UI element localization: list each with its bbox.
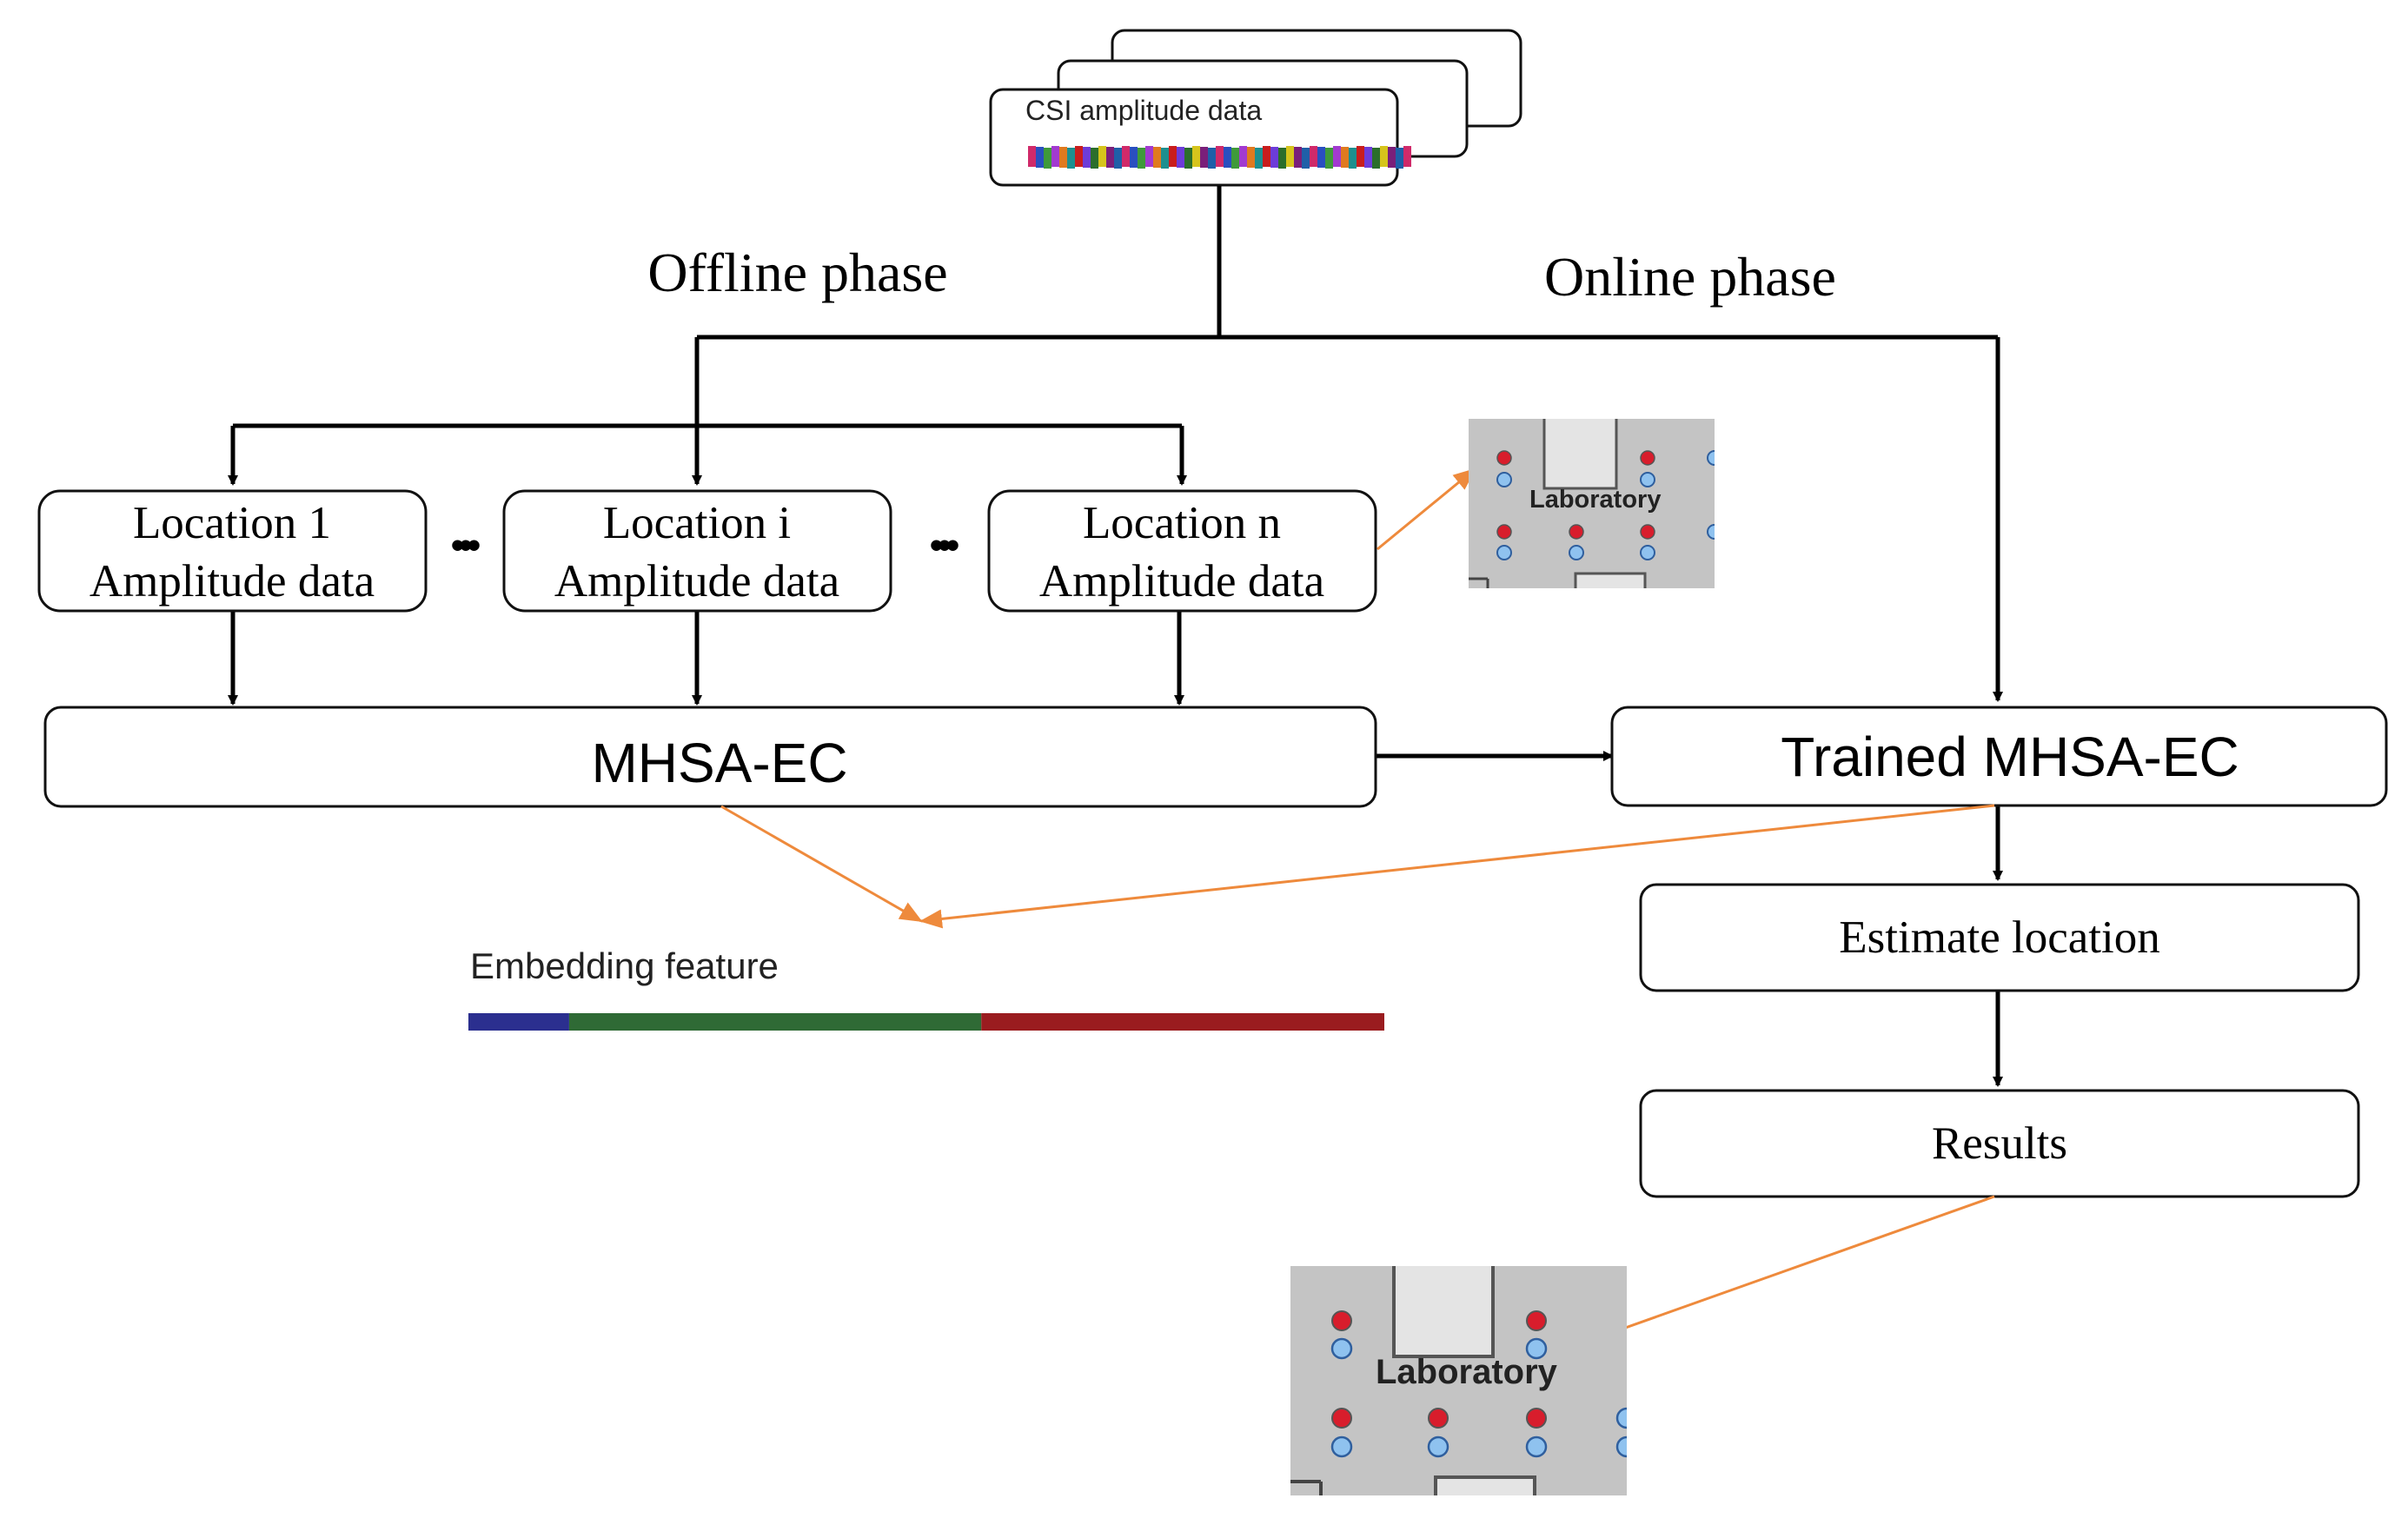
results-box: Results xyxy=(1639,1089,2360,1198)
model-label: MHSA-EC xyxy=(591,732,847,794)
estimate-location-label: Estimate location xyxy=(1839,912,2159,963)
map-thumbnail-bottom: Laboratory xyxy=(1290,1266,1627,1495)
csi-stripe xyxy=(1106,147,1114,168)
map-laboratory-label: Laboratory xyxy=(1529,486,1661,514)
csi-stripe xyxy=(1114,148,1122,169)
csi-stripe xyxy=(1083,147,1091,168)
csi-stripe xyxy=(1216,146,1224,167)
embedding-segment-1 xyxy=(468,1013,569,1031)
link-trained-to-embedding xyxy=(919,804,1995,929)
csi-amplitude-stripes xyxy=(1028,146,1411,169)
csi-stripe xyxy=(1169,146,1177,167)
location-1-title: Location 1 xyxy=(133,498,331,548)
csi-stripe xyxy=(1372,148,1380,169)
csi-stripe xyxy=(1270,147,1278,168)
csi-stripe xyxy=(1247,147,1255,168)
link-results-to-map xyxy=(1565,1195,1995,1351)
location-box-1: Location 1 Amplitude data xyxy=(37,489,428,613)
map-room-block-lower xyxy=(1434,1475,1536,1495)
orange-links xyxy=(720,467,1995,1351)
embedding-segment-2 xyxy=(568,1013,982,1031)
csi-stripe xyxy=(1051,146,1059,167)
csi-stripe xyxy=(1208,148,1216,169)
csi-stripe xyxy=(1091,148,1098,169)
flow-connectors xyxy=(228,186,2003,1087)
csi-stripe xyxy=(1239,146,1247,167)
csi-stripe xyxy=(1364,147,1372,168)
csi-stripe xyxy=(1263,146,1270,167)
csi-stripe xyxy=(1145,146,1153,167)
csi-stripe xyxy=(1200,147,1208,168)
csi-stripe xyxy=(1286,146,1294,167)
ellipsis-right: ••• xyxy=(930,524,959,567)
location-box-i: Location i Amplitude data xyxy=(502,489,892,613)
csi-stripe xyxy=(1349,148,1357,169)
link-model-to-embedding xyxy=(720,805,923,923)
csi-stripe xyxy=(1122,146,1130,167)
location-i-subtitle: Amplitude data xyxy=(554,556,839,607)
results-label: Results xyxy=(1932,1118,2067,1169)
csi-stripe xyxy=(1098,146,1106,167)
csi-stripe xyxy=(1325,148,1333,169)
csi-stripe xyxy=(1403,146,1411,167)
csi-stripe xyxy=(1278,148,1286,169)
map-room-block-lower xyxy=(1574,572,1647,588)
map-room-block xyxy=(1392,1266,1495,1358)
csi-stripe xyxy=(1310,146,1317,167)
csi-stripe xyxy=(1317,147,1325,168)
csi-stripe xyxy=(1380,146,1388,167)
csi-stripe xyxy=(1130,147,1138,168)
embedding-feature-bar xyxy=(468,1013,1384,1031)
csi-data-stack: CSI amplitude data xyxy=(989,29,1522,187)
csi-stripe xyxy=(1357,146,1364,167)
csi-stripe xyxy=(1224,147,1231,168)
location-box-n: Location n Amplitude data xyxy=(987,489,1377,613)
csi-stripe xyxy=(1161,148,1169,169)
csi-stripe xyxy=(1184,148,1192,169)
embedding-segment-3 xyxy=(981,1013,1384,1031)
offline-phase-label: Offline phase xyxy=(647,242,947,303)
map-thumbnail-top: Laboratory xyxy=(1469,419,1715,588)
csi-stripe xyxy=(1044,148,1051,169)
csi-stripe xyxy=(1153,147,1161,168)
csi-stripe xyxy=(1302,148,1310,169)
csi-stripe xyxy=(1255,148,1263,169)
trained-model-label: Trained MHSA-EC xyxy=(1781,726,2239,788)
csi-stripe xyxy=(1059,147,1067,168)
csi-stripe xyxy=(1388,147,1396,168)
csi-stripe xyxy=(1341,147,1349,168)
trained-model-box: Trained MHSA-EC xyxy=(1610,706,2388,807)
csi-stripe xyxy=(1192,146,1200,167)
location-i-title: Location i xyxy=(603,498,791,548)
link-location-n-to-map xyxy=(1376,467,1476,551)
model-box: MHSA-EC xyxy=(43,706,1377,808)
csi-stripe xyxy=(1396,148,1403,169)
csi-stripe xyxy=(1231,148,1239,169)
map-laboratory-label: Laboratory xyxy=(1376,1353,1558,1391)
estimate-location-box: Estimate location xyxy=(1639,883,2360,992)
map-reference-dots xyxy=(1496,450,1715,560)
location-n-subtitle: Amplitude data xyxy=(1039,556,1324,607)
csi-title: CSI amplitude data xyxy=(1025,95,1262,126)
map-reference-dots xyxy=(1330,1310,1627,1458)
ellipsis-left: ••• xyxy=(451,524,480,567)
csi-stripe xyxy=(1333,146,1341,167)
csi-stripe xyxy=(1138,148,1145,169)
csi-stripe xyxy=(1036,147,1044,168)
location-n-title: Location n xyxy=(1083,498,1281,548)
online-phase-label: Online phase xyxy=(1544,246,1836,308)
embedding-feature-label: Embedding feature xyxy=(470,945,779,986)
csi-stripe xyxy=(1177,147,1184,168)
map-room-block xyxy=(1542,419,1618,490)
csi-stripe xyxy=(1067,148,1075,169)
csi-stripe xyxy=(1294,147,1302,168)
csi-stripe xyxy=(1028,146,1036,167)
location-1-subtitle: Amplitude data xyxy=(90,556,375,607)
csi-stripe xyxy=(1075,146,1083,167)
